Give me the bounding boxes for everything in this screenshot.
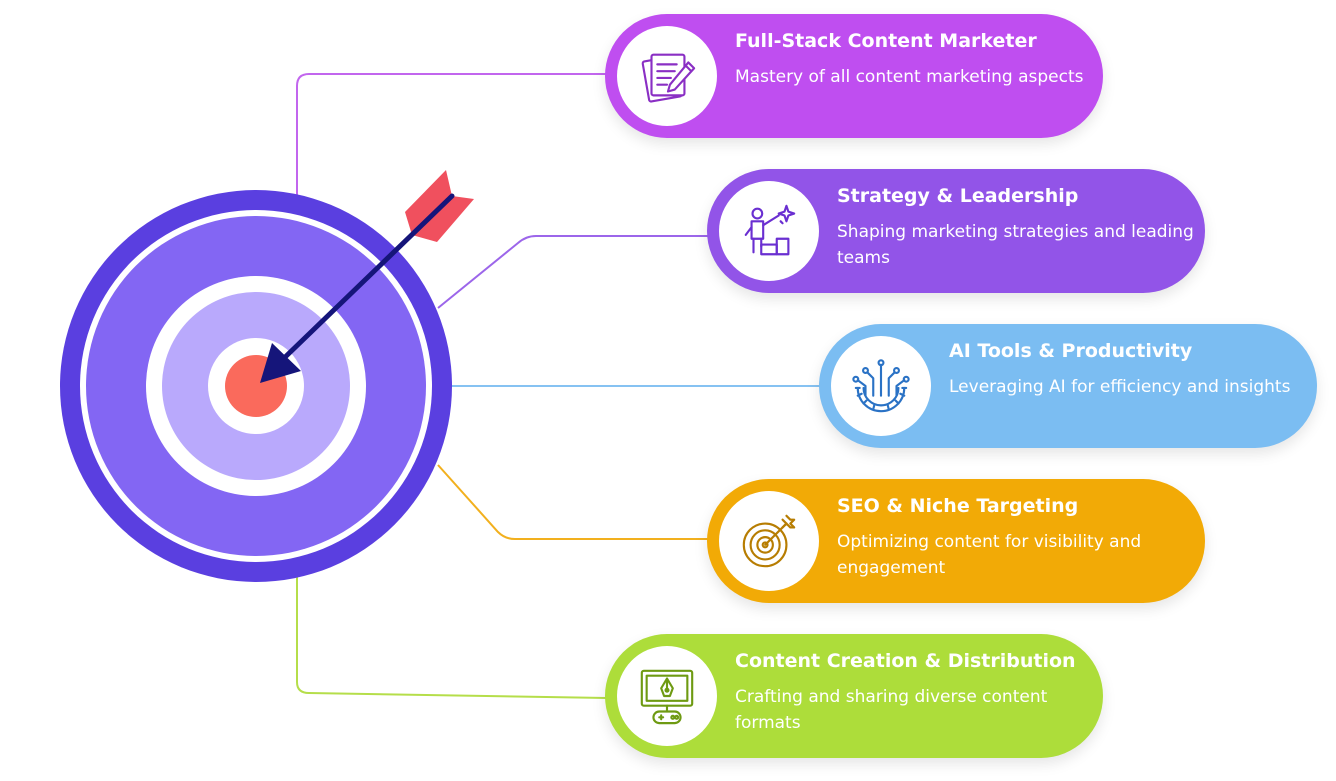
arrow bbox=[260, 170, 474, 383]
ai-gear-circuit-icon bbox=[852, 359, 910, 413]
target-board bbox=[60, 190, 452, 582]
card-title: Strategy & Leadership bbox=[837, 185, 1079, 207]
card-icon-circle bbox=[719, 491, 819, 591]
card-description: Leveraging AI for efficiency and insight… bbox=[949, 377, 1291, 397]
connector-line-4 bbox=[437, 464, 709, 540]
card-full-stack-content-marketer: Full-Stack Content Marketer Mastery of a… bbox=[605, 14, 1103, 138]
connector-line-5 bbox=[296, 577, 608, 699]
card-icon-circle bbox=[719, 181, 819, 281]
card-title: Content Creation & Distribution bbox=[735, 650, 1076, 672]
card-description: Mastery of all content marketing aspects bbox=[735, 67, 1084, 87]
card-icon-circle bbox=[831, 336, 931, 436]
connector-line-2 bbox=[437, 235, 709, 309]
card-seo-niche-targeting: SEO & Niche Targeting Optimizing content… bbox=[707, 479, 1205, 603]
target-arrow-icon bbox=[742, 514, 796, 568]
monitor-pen-gamepad-icon bbox=[640, 669, 694, 725]
connector-line-1 bbox=[296, 73, 607, 195]
card-description: Crafting and sharing diverse content for… bbox=[735, 687, 1048, 733]
card-title: AI Tools & Productivity bbox=[949, 340, 1193, 362]
card-title: Full-Stack Content Marketer bbox=[735, 30, 1037, 52]
card-strategy-leadership: Strategy & Leadership Shaping marketing … bbox=[707, 169, 1205, 293]
card-icon-circle bbox=[617, 646, 717, 746]
document-pencil-icon bbox=[641, 53, 696, 103]
card-title: SEO & Niche Targeting bbox=[837, 495, 1079, 517]
card-ai-tools-productivity: AI Tools & Productivity Leveraging AI fo… bbox=[819, 324, 1317, 448]
card-description: Shaping marketing strategies and leading… bbox=[837, 222, 1194, 268]
card-content-creation-distribution: Content Creation & Distribution Crafting… bbox=[605, 634, 1103, 758]
arrow-head bbox=[260, 343, 301, 383]
leader-podium-icon bbox=[744, 204, 796, 256]
card-icon-circle bbox=[617, 26, 717, 126]
card-description: Optimizing content for visibility and en… bbox=[837, 532, 1142, 578]
arrow-shaft bbox=[277, 193, 455, 365]
